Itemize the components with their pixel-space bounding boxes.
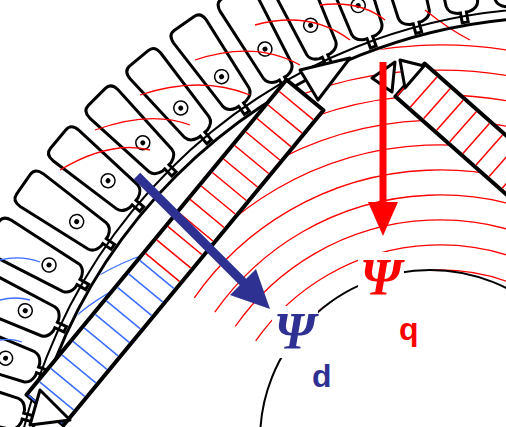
stator-flux-lines-blue (0, 258, 40, 342)
q-axis-arrow (368, 62, 398, 236)
flux-symbol: Ψ (358, 252, 404, 304)
rotor-surface (17, 17, 506, 427)
flux-symbol: Ψ (272, 306, 318, 358)
axis-subscript: d (310, 360, 334, 392)
d-axis-arrow (137, 176, 270, 309)
axis-subscript: q (397, 313, 421, 345)
stator-bore (8, 8, 506, 427)
